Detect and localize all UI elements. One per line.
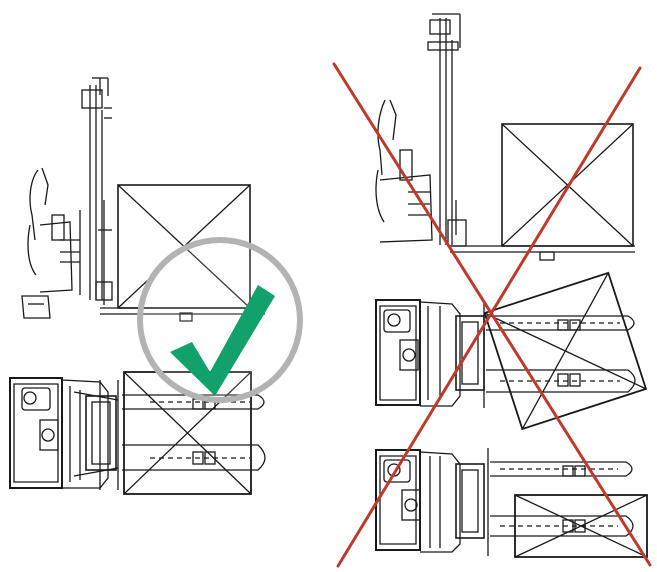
check-mark-icon: [137, 237, 303, 403]
cross-mark-icon: [332, 62, 652, 568]
truck-side-view-right: [375, 13, 635, 261]
load-box-top-rotated: [483, 271, 648, 431]
truck-top-view-right-2: [375, 448, 634, 556]
load-box-top-correct: [123, 371, 252, 495]
incorrect-panel: [375, 13, 648, 558]
truck-top-view-right-1: [375, 299, 636, 408]
load-box-top-offset: [514, 494, 648, 558]
truck-top-view-left: [9, 377, 266, 490]
